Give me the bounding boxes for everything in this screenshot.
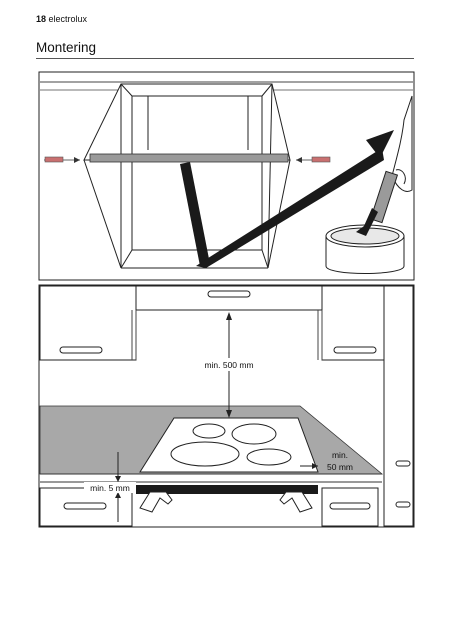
dimension-bottom — [115, 452, 121, 522]
brand-name: electrolux — [48, 14, 88, 24]
hob-zones — [170, 423, 292, 467]
figure1-frame — [38, 71, 415, 281]
down-arrows — [139, 491, 313, 513]
screw-right — [296, 156, 331, 163]
label-50mm: 50 mm — [327, 462, 353, 472]
hand-with-tool — [369, 95, 413, 224]
cabinet — [83, 83, 291, 269]
label-bg-bottom — [84, 482, 136, 493]
label-bg-top — [196, 358, 262, 371]
waste-bin — [325, 224, 405, 274]
label-min-500: min. 500 mm — [204, 360, 253, 370]
screw-left — [44, 156, 80, 163]
title-divider — [36, 58, 414, 59]
figure2-frame — [38, 284, 415, 528]
cabinet-handles-upper — [59, 290, 377, 354]
cabinet-handles-lower — [63, 460, 411, 510]
support-rail — [89, 153, 289, 163]
page-number: 18 — [36, 14, 47, 24]
label-min-5: min. 5 mm — [90, 483, 130, 493]
dimension-side — [300, 463, 318, 469]
label-min: min. — [332, 450, 348, 460]
drop-arrow — [356, 208, 378, 236]
removal-arrow — [180, 130, 394, 268]
base-rail — [136, 485, 318, 494]
section-title: Montering — [36, 40, 97, 55]
page-header: 18 electrolux — [36, 14, 87, 24]
